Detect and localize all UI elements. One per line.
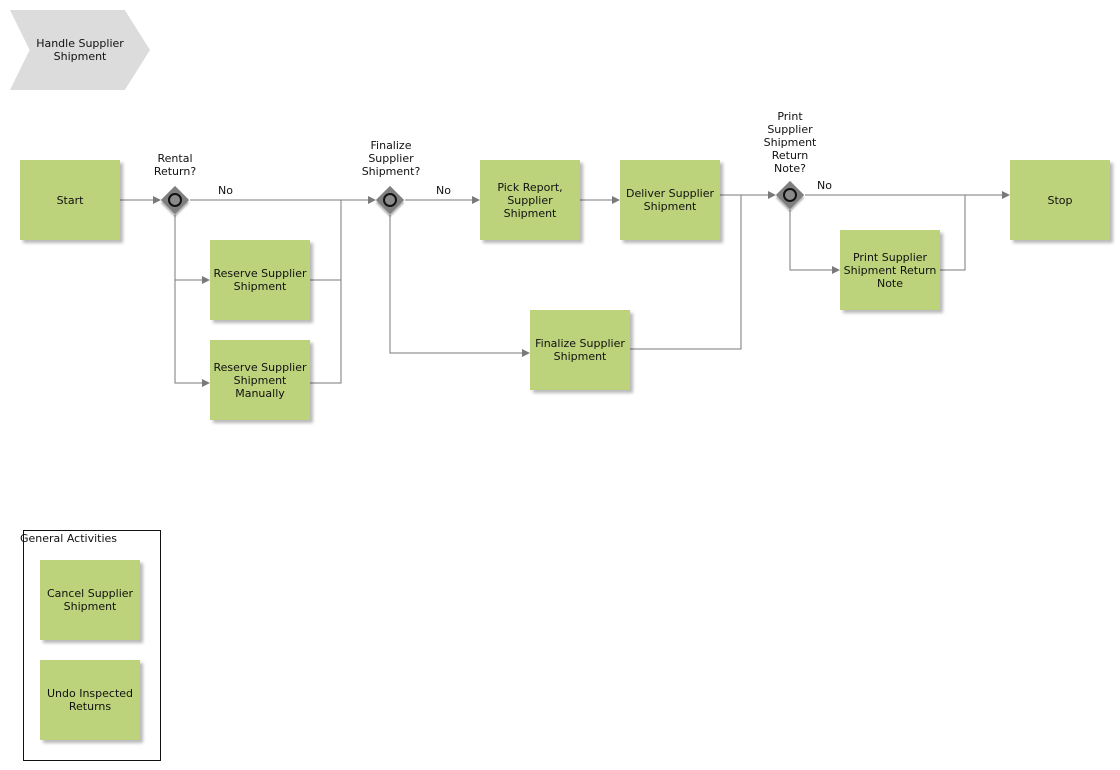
- rental-return-gateway[interactable]: [160, 185, 190, 215]
- process-header-shape: [10, 10, 150, 90]
- edge-rental-to-reserve: [174, 215, 210, 284]
- finalize-question-label: Finalize Supplier Shipment?: [361, 139, 421, 178]
- process-title: Handle Supplier Shipment: [36, 37, 124, 63]
- print-return-note-node[interactable]: Print Supplier Shipment Return Note: [840, 230, 940, 310]
- edge-label-no: No: [436, 184, 451, 197]
- reserve-supplier-shipment-manually-node[interactable]: Reserve Supplier Shipment Manually: [210, 340, 310, 420]
- reserve-supplier-shipment-node[interactable]: Reserve Supplier Shipment: [210, 240, 310, 320]
- print-question-label: Print Supplier Shipment Return Note?: [763, 110, 817, 175]
- edge-finalize-q-to-finalize: [389, 215, 530, 357]
- gateway-ring-icon: [783, 188, 797, 202]
- edge-return-note-to-stop: [940, 195, 966, 271]
- cancel-supplier-shipment-node[interactable]: Cancel Supplier Shipment: [40, 560, 140, 640]
- gateway-ring-icon: [383, 193, 397, 207]
- general-activities-group: [23, 530, 161, 761]
- edge-print-to-return-note: [789, 210, 840, 274]
- finalize-supplier-shipment-gateway[interactable]: [375, 185, 405, 215]
- edge-reserve-manually-merge: [310, 280, 342, 384]
- general-activities-title: General Activities: [20, 532, 118, 545]
- edge-label-no: No: [218, 184, 233, 197]
- edge-finalize-to-print-gateway: [630, 195, 742, 350]
- print-return-note-gateway[interactable]: [775, 180, 805, 210]
- edge-rental-to-reserve-manually: [174, 280, 210, 387]
- pick-report-node[interactable]: Pick Report, Supplier Shipment: [480, 160, 580, 240]
- edge-reserve-merge: [310, 200, 342, 281]
- gateway-ring-icon: [168, 193, 182, 207]
- start-node[interactable]: Start: [20, 160, 120, 240]
- process-header: Handle Supplier Shipment: [10, 10, 150, 90]
- edge-label-no: No: [817, 179, 832, 192]
- stop-node[interactable]: Stop: [1010, 160, 1110, 240]
- finalize-supplier-shipment-node[interactable]: Finalize Supplier Shipment: [530, 310, 630, 390]
- undo-inspected-returns-node[interactable]: Undo Inspected Returns: [40, 660, 140, 740]
- rental-return-label: Rental Return?: [153, 152, 197, 178]
- deliver-supplier-shipment-node[interactable]: Deliver Supplier Shipment: [620, 160, 720, 240]
